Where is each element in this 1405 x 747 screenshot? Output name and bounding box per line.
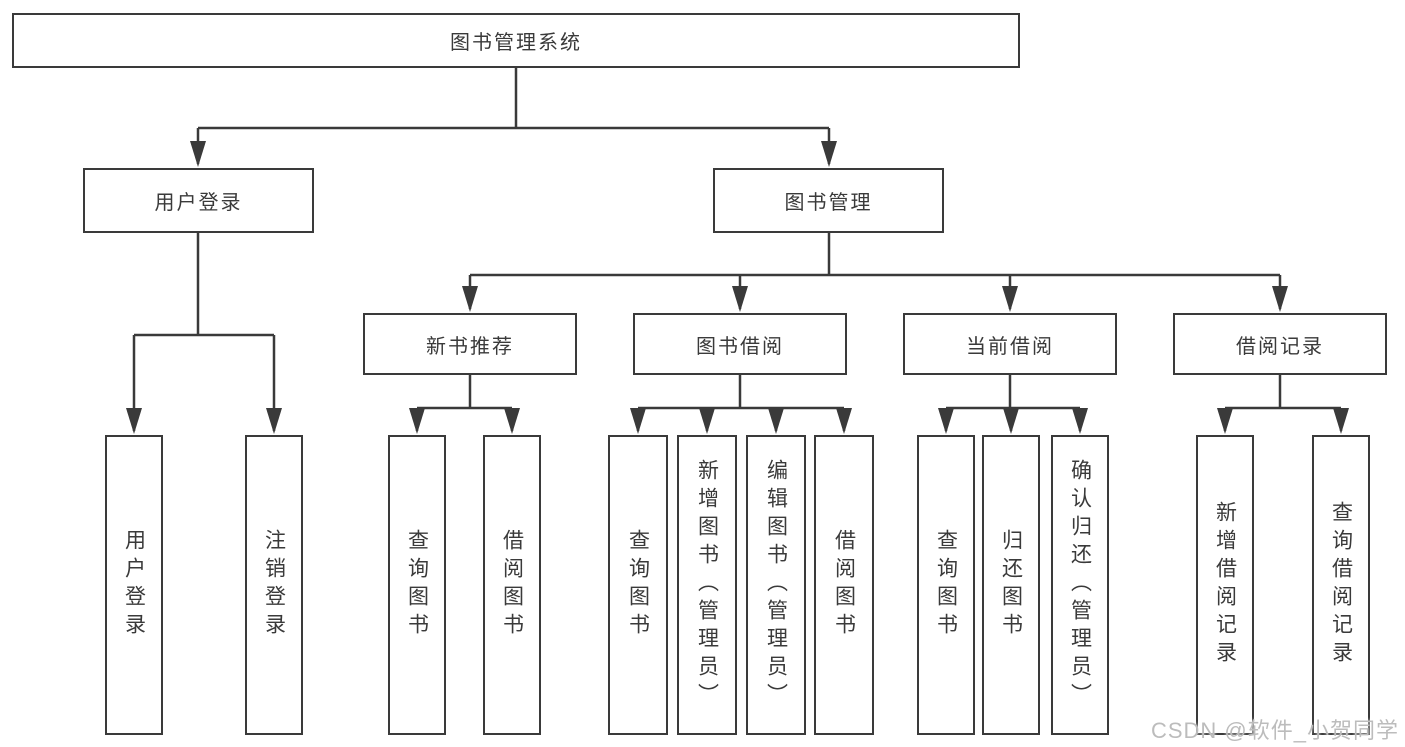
node-label: 新增图书（管理员） bbox=[695, 459, 719, 711]
node-label: 用户登录 bbox=[122, 529, 146, 641]
watermark: CSDN @软件_小贺同学 bbox=[1150, 718, 1399, 743]
leaf-query-books-3: 查询图书 bbox=[917, 435, 975, 735]
leaf-add-book-admin: 新增图书（管理员） bbox=[677, 435, 737, 735]
node-label: 借阅图书 bbox=[500, 529, 524, 641]
node-label: 查询图书 bbox=[626, 529, 650, 641]
node-borrow-records: 借阅记录 bbox=[1173, 313, 1387, 375]
node-user-login-branch: 用户登录 bbox=[83, 168, 314, 233]
leaf-confirm-return-admin: 确认归还（管理员） bbox=[1051, 435, 1109, 735]
leaf-logout: 注销登录 bbox=[245, 435, 303, 735]
node-label: 归还图书 bbox=[999, 529, 1023, 641]
node-label: 图书管理 bbox=[784, 192, 873, 214]
node-current-borrowing: 当前借阅 bbox=[903, 313, 1117, 375]
node-root: 图书管理系统 bbox=[12, 13, 1020, 68]
node-label: 查询图书 bbox=[934, 529, 958, 641]
node-label: 借阅图书 bbox=[832, 529, 856, 641]
node-label: 查询借阅记录 bbox=[1329, 501, 1353, 669]
leaf-query-books-1: 查询图书 bbox=[388, 435, 446, 735]
node-label: 编辑图书（管理员） bbox=[764, 459, 788, 711]
node-label: 确认归还（管理员） bbox=[1068, 459, 1092, 711]
node-label: 查询图书 bbox=[405, 529, 429, 641]
node-new-book-recommend: 新书推荐 bbox=[363, 313, 577, 375]
leaf-borrow-books-2: 借阅图书 bbox=[814, 435, 874, 735]
leaf-user-login: 用户登录 bbox=[105, 435, 163, 735]
leaf-add-borrow-record: 新增借阅记录 bbox=[1196, 435, 1254, 735]
leaf-borrow-books-1: 借阅图书 bbox=[483, 435, 541, 735]
leaf-query-borrow-record: 查询借阅记录 bbox=[1312, 435, 1370, 735]
node-label: 当前借阅 bbox=[966, 335, 1054, 358]
node-root-label: 图书管理系统 bbox=[450, 32, 582, 54]
node-book-borrowing: 图书借阅 bbox=[633, 313, 847, 375]
node-book-management: 图书管理 bbox=[713, 168, 944, 233]
node-label: 用户登录 bbox=[154, 192, 243, 214]
node-label: 图书借阅 bbox=[696, 335, 784, 358]
node-label: 借阅记录 bbox=[1236, 335, 1324, 358]
node-label: 注销登录 bbox=[262, 529, 286, 641]
leaf-edit-book-admin: 编辑图书（管理员） bbox=[746, 435, 806, 735]
node-label: 新书推荐 bbox=[426, 335, 514, 358]
leaf-return-books: 归还图书 bbox=[982, 435, 1040, 735]
node-label: 新增借阅记录 bbox=[1213, 501, 1237, 669]
leaf-query-books-2: 查询图书 bbox=[608, 435, 668, 735]
